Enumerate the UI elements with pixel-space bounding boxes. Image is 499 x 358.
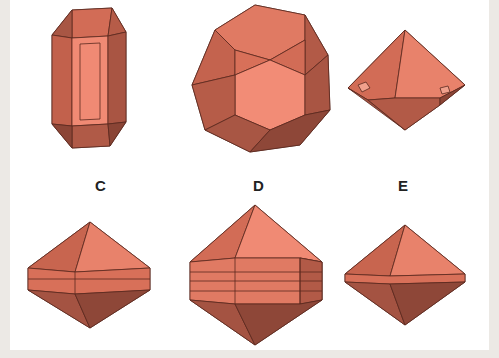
crystal-e <box>348 30 465 130</box>
crystal-bottom-right <box>345 225 465 325</box>
crystal-bottom-middle <box>190 205 322 345</box>
crystal-d <box>192 5 330 152</box>
crystal-bottom-left <box>28 222 150 328</box>
figure-letter: E <box>398 177 408 194</box>
figure-letter: D <box>253 177 264 194</box>
crystal-c <box>52 8 126 148</box>
figure-letter: C <box>95 177 106 194</box>
